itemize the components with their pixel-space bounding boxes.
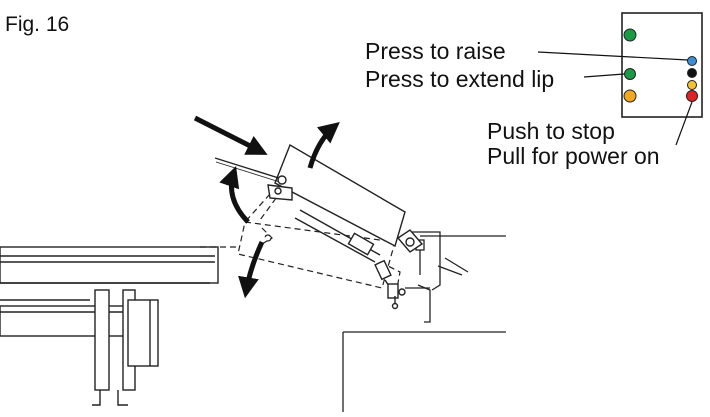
orange-indicator-light [623, 89, 637, 103]
dock-pit [342, 231, 506, 412]
green-indicator-light [623, 28, 637, 42]
power-on-callout: Pull for power on [487, 143, 660, 169]
stop-leader-line [675, 101, 693, 146]
push-direction-arrow [193, 115, 268, 155]
lip-extend-curved-arrow [219, 166, 250, 224]
motion-arrows [193, 115, 340, 299]
stop-callout: Push to stop [487, 118, 615, 144]
extend-lip-leader-line [583, 73, 625, 78]
black-button[interactable] [687, 68, 697, 78]
control-panel [537, 12, 703, 146]
truck-bed [0, 246, 219, 406]
stop-power-button[interactable] [686, 90, 698, 102]
raise-button[interactable] [687, 56, 697, 66]
lower-curved-arrow [238, 240, 265, 299]
raised-lip [214, 143, 424, 310]
extend-lip-callout: Press to extend lip [365, 66, 555, 92]
raise-curved-arrow [307, 121, 340, 169]
figure-label: Fig. 16 [5, 13, 70, 36]
raise-leader-line [537, 51, 689, 61]
raise-callout: Press to raise [365, 38, 506, 64]
extend-lip-button[interactable] [624, 68, 636, 80]
yellow-button[interactable] [687, 80, 697, 90]
